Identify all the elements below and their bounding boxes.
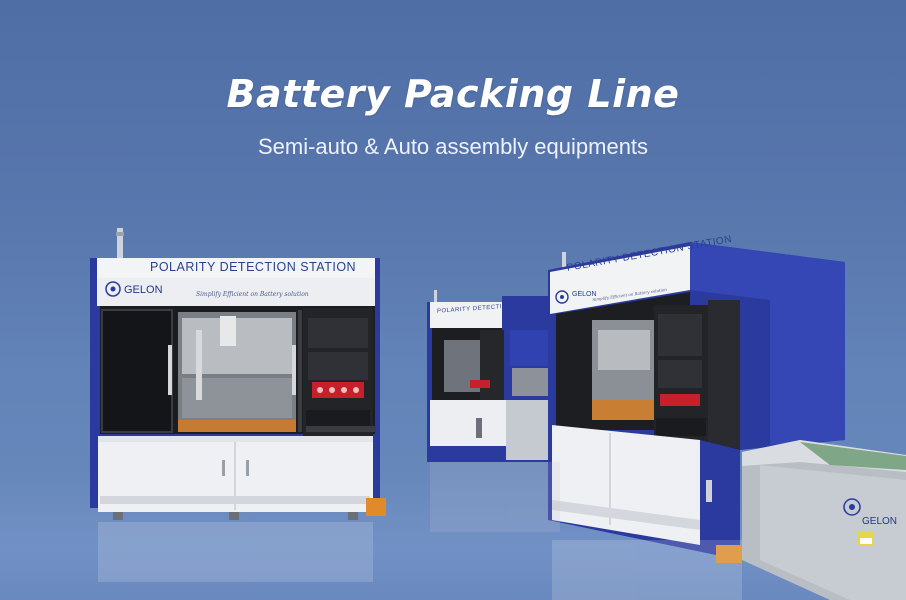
right-brand: GELON	[572, 291, 597, 298]
front-left-brand: GELON	[124, 284, 163, 296]
machine-right	[548, 242, 845, 563]
conveyor-brand: GELON	[862, 516, 898, 527]
floor-reflections	[98, 462, 742, 600]
conveyor	[742, 440, 906, 600]
banner-subtitle: Semi-auto & Auto assembly equipments	[257, 134, 649, 159]
machine-front-left	[90, 228, 386, 520]
banner-title: Battery Packing Line	[226, 72, 680, 116]
front-left-tagline: Simplify Efficient on Battery solution	[196, 291, 309, 298]
machine-middle	[427, 290, 565, 462]
front-left-header-label: POLARITY DETECTION STATION	[150, 260, 357, 274]
